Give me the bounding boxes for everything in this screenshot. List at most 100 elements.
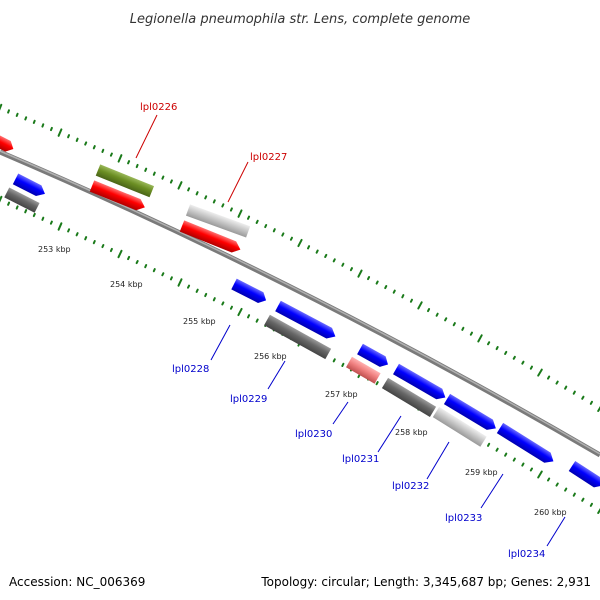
minor-tick (581, 497, 585, 502)
kbp-label: 253 kbp (38, 245, 71, 254)
minor-tick (452, 322, 456, 327)
minor-tick (195, 191, 199, 196)
gene-feature-lpl0231 (381, 377, 437, 417)
minor-tick (144, 167, 148, 172)
minor-tick (367, 276, 371, 281)
minor-tick (127, 160, 131, 165)
minor-tick (212, 199, 216, 204)
minor-tick (84, 141, 88, 146)
minor-tick (101, 148, 105, 153)
major-tick (117, 249, 123, 259)
minor-tick (409, 298, 413, 303)
minor-tick (75, 137, 79, 142)
minor-tick (41, 123, 45, 128)
minor-tick (221, 301, 225, 306)
minor-tick (512, 457, 516, 462)
leader-line (210, 324, 231, 361)
gene-feature-lpl0234 (568, 460, 600, 488)
major-tick (177, 181, 183, 190)
minor-tick (572, 492, 576, 497)
gene-label-lpl0226[interactable]: lpl0226 (140, 102, 177, 113)
minor-tick (229, 305, 233, 310)
minor-tick (15, 112, 19, 117)
minor-tick (281, 232, 285, 237)
leader-line (377, 415, 402, 453)
minor-tick (572, 390, 576, 395)
gene-label-lpl0229[interactable]: lpl0229 (230, 394, 267, 405)
minor-tick (204, 195, 208, 200)
gene-feature-lpl0231-fwd (393, 363, 446, 400)
major-tick (177, 278, 183, 287)
minor-tick (204, 292, 208, 298)
gene-feature-lpl0230-fwd (357, 343, 388, 367)
minor-tick (487, 442, 491, 447)
minor-tick (401, 294, 405, 299)
gene-label-lpl0227[interactable]: lpl0227 (250, 152, 287, 163)
minor-tick (221, 203, 225, 208)
minor-tick (24, 116, 28, 121)
major-tick (237, 307, 243, 317)
gene-feature-lpl0230 (346, 356, 381, 384)
gene-feature-lpl0228 (231, 278, 267, 303)
minor-tick (195, 288, 199, 293)
gene-feature-lpl0229-fwd (275, 300, 336, 339)
minor-tick (92, 145, 96, 150)
gene-label-lpl0230[interactable]: lpl0230 (295, 429, 332, 440)
kbp-label: 260 kbp (534, 508, 567, 517)
gene-feature-lpl0229 (264, 314, 332, 360)
minor-tick (521, 462, 525, 467)
gene-label-lpl0228[interactable]: lpl0228 (172, 364, 209, 375)
gene-feature (4, 187, 40, 213)
accession-text: Accession: NC_006369 (9, 575, 145, 589)
minor-tick (375, 280, 379, 285)
major-tick (57, 128, 63, 137)
genome-backbone-highlight (0, 150, 600, 455)
kbp-label: 256 kbp (254, 352, 287, 361)
minor-tick (67, 228, 71, 233)
gene-feature (0, 131, 14, 152)
minor-tick (264, 224, 268, 229)
minor-tick (144, 264, 148, 269)
major-tick (417, 301, 423, 310)
gene-feature-lpl0232-fwd (443, 393, 496, 430)
minor-tick (384, 285, 388, 290)
minor-tick (315, 249, 319, 254)
minor-tick (555, 482, 559, 487)
major-tick (0, 195, 3, 203)
minor-tick (187, 284, 191, 289)
minor-tick (84, 236, 88, 241)
minor-tick (504, 350, 508, 355)
gene-label-lpl0232[interactable]: lpl0232 (392, 481, 429, 492)
tick-marks (0, 103, 600, 514)
kbp-label: 258 kbp (395, 428, 428, 437)
minor-tick (375, 381, 379, 386)
minor-tick (581, 395, 585, 400)
minor-tick (487, 341, 491, 346)
minor-tick (7, 109, 10, 114)
feature-track (0, 131, 600, 488)
minor-tick (49, 220, 53, 225)
major-tick (237, 209, 243, 218)
minor-tick (324, 253, 328, 258)
gene-feature-lpl0226-strand (89, 180, 145, 211)
major-tick (357, 269, 363, 278)
minor-tick (109, 152, 113, 157)
minor-tick (229, 207, 233, 212)
minor-tick (564, 487, 568, 492)
leader-line (546, 516, 566, 547)
gene-label-lpl0231[interactable]: lpl0231 (342, 454, 379, 465)
minor-tick (512, 355, 516, 360)
minor-tick (332, 358, 336, 363)
minor-tick (255, 219, 259, 224)
minor-tick (187, 187, 191, 192)
minor-tick (529, 467, 533, 472)
minor-tick (92, 240, 96, 245)
gene-label-lpl0234[interactable]: lpl0234 (508, 549, 545, 560)
minor-tick (32, 119, 36, 124)
gene-label-lpl0233[interactable]: lpl0233 (445, 513, 482, 524)
kbp-labels: 253 kbp 254 kbp 255 kbp 256 kbp 257 kbp … (38, 245, 567, 517)
minor-tick (135, 260, 139, 265)
gene-feature-lpl0232 (432, 406, 487, 447)
minor-tick (169, 179, 173, 184)
major-tick (57, 222, 63, 231)
